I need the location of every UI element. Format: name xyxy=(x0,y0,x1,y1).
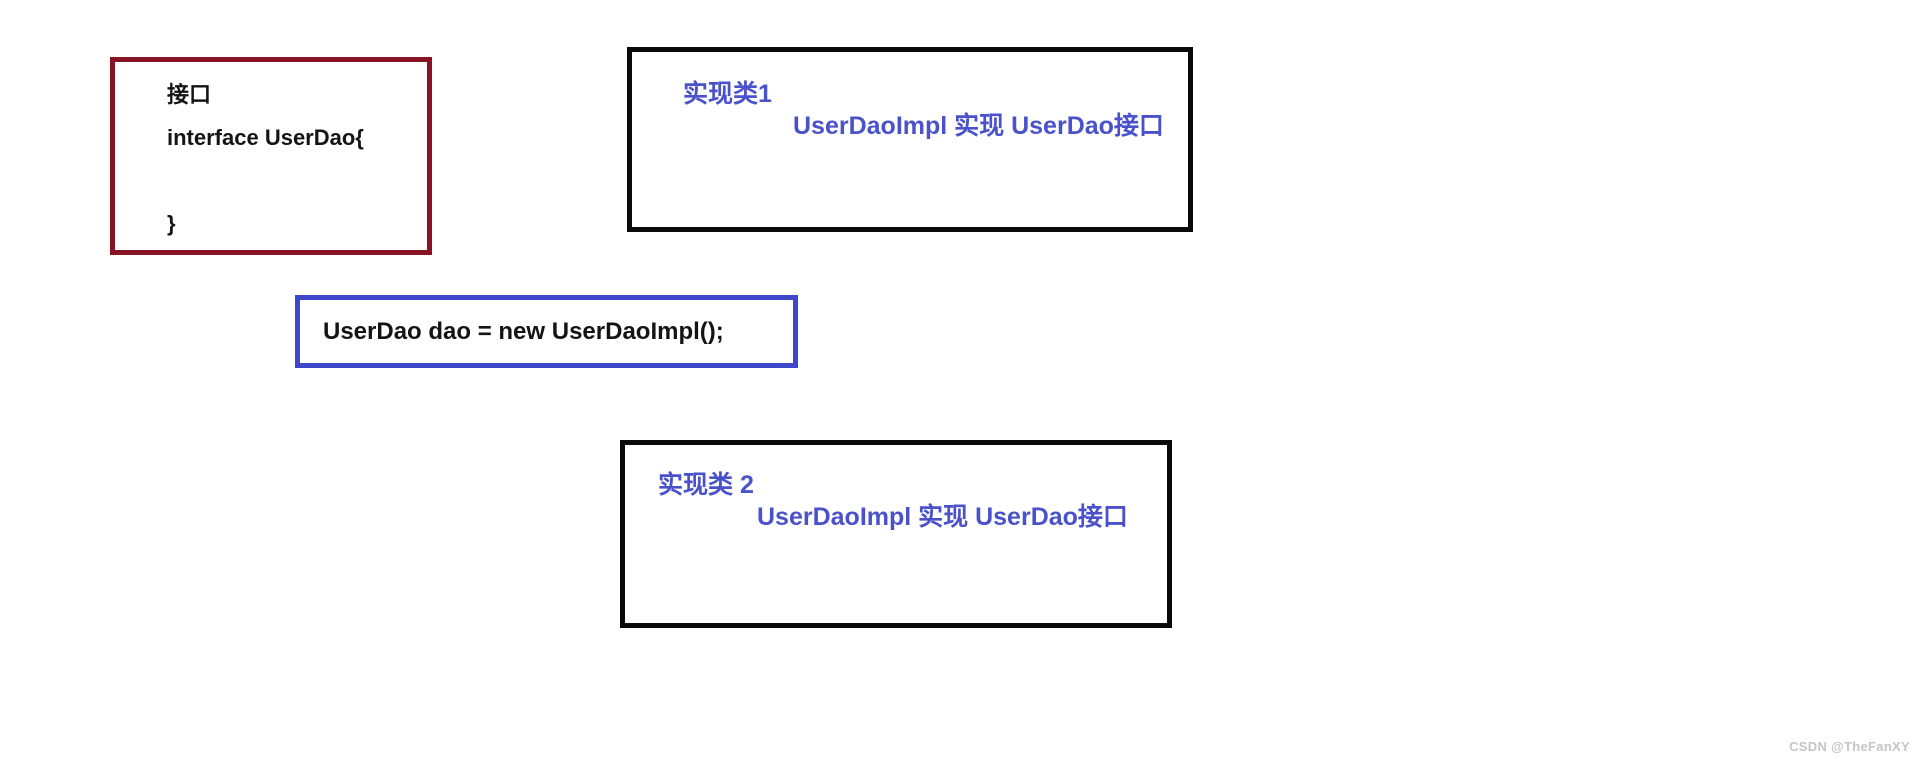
code-statement: UserDao dao = new UserDaoImpl(); xyxy=(323,317,724,345)
implementation-box-1-title: 实现类1 xyxy=(683,80,772,108)
implementation-box-2: 实现类 2 UserDaoImpl 实现 UserDao接口 xyxy=(620,440,1172,628)
implementation-box-1-description: UserDaoImpl 实现 UserDao接口 xyxy=(793,112,1164,140)
implementation-box-1: 实现类1 UserDaoImpl 实现 UserDao接口 xyxy=(627,47,1193,232)
interface-closing-brace: } xyxy=(167,211,176,236)
interface-box: 接口 interface UserDao{ } xyxy=(110,57,432,255)
implementation-box-2-title: 实现类 2 xyxy=(658,471,754,499)
code-statement-box: UserDao dao = new UserDaoImpl(); xyxy=(295,295,798,368)
blank-line xyxy=(167,159,417,202)
interface-box-title: 接口 xyxy=(167,82,212,107)
watermark: CSDN @TheFanXY xyxy=(1789,739,1910,754)
interface-declaration: interface UserDao{ xyxy=(167,125,364,150)
implementation-box-2-description: UserDaoImpl 实现 UserDao接口 xyxy=(757,503,1128,531)
